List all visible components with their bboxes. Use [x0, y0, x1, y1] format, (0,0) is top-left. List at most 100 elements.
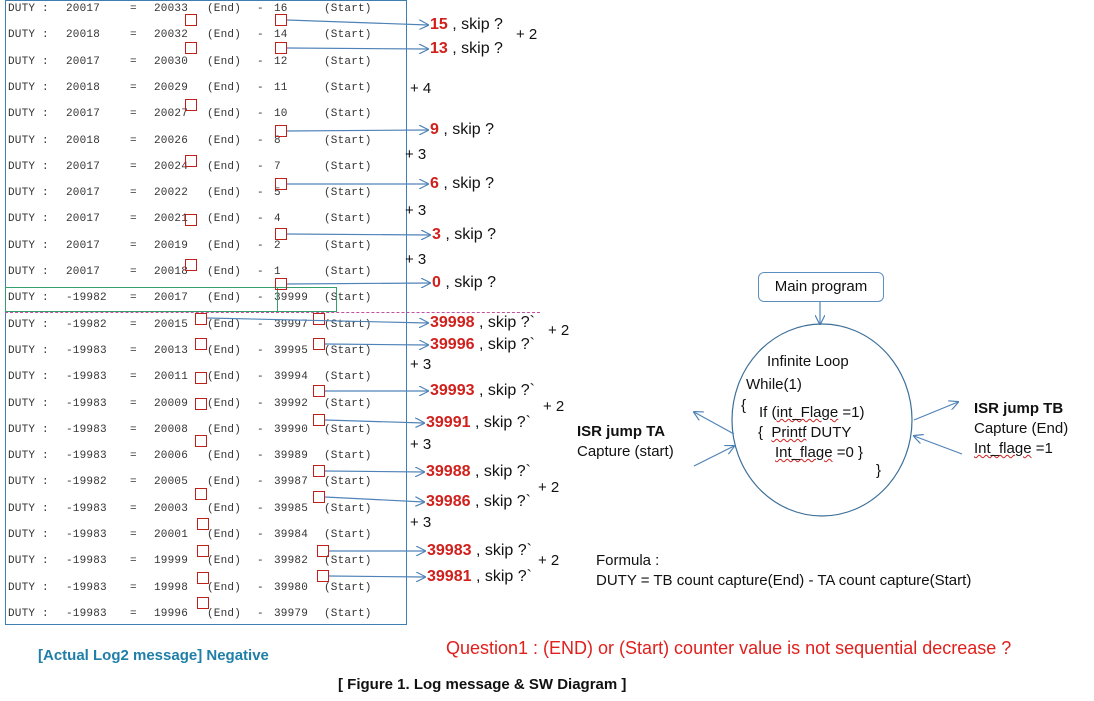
- log-duty: DUTY :: [8, 292, 49, 305]
- skip-count: 13: [430, 40, 448, 57]
- skip-annotation: 9 , skip ?: [430, 121, 494, 139]
- increment-label: + 3: [405, 251, 427, 268]
- log-row: DUTY :-19983=20006(End)-39989(Start): [8, 443, 402, 469]
- log-eq: =: [130, 450, 137, 463]
- log-value: 20017: [66, 108, 101, 121]
- log-value: 20018: [66, 29, 101, 42]
- log-minus: -: [257, 344, 264, 357]
- log-value: -19982: [66, 476, 107, 489]
- log-end-label: (End): [207, 134, 242, 147]
- log-duty: DUTY :: [8, 160, 49, 173]
- marker-box: [197, 572, 209, 584]
- skip-question: , skip ?`: [474, 414, 531, 431]
- log-row: DUTY :-19982=20005(End)-39987(Start): [8, 469, 402, 495]
- log-start: 4: [274, 213, 281, 226]
- log-minus: -: [257, 581, 264, 594]
- log-minus: -: [257, 3, 264, 15]
- log-row: DUTY :-19983=20008(End)-39990(Start): [8, 417, 402, 443]
- isr-tb-title: ISR jump TB: [974, 400, 1064, 417]
- log-end-label: (End): [207, 108, 242, 121]
- log-value: -19983: [66, 423, 107, 436]
- log-end-label: (End): [207, 529, 242, 541]
- log-value: -19983: [66, 581, 107, 594]
- log-duty: DUTY :: [8, 108, 49, 121]
- printf-line: { Printf DUTY: [758, 424, 851, 441]
- skip-annotation: 39998 , skip ?`: [430, 314, 535, 332]
- log-start: 39992: [274, 397, 309, 410]
- increment-label: + 3: [410, 514, 432, 531]
- log-value: 20017: [66, 160, 101, 173]
- log-start-label: (Start): [324, 529, 372, 541]
- log-end-label: (End): [207, 371, 242, 384]
- log-end: 20001: [154, 529, 189, 541]
- clear-flag-line: Int_flage =0 }: [775, 444, 863, 461]
- marker-box: [195, 435, 207, 447]
- log-duty: DUTY :: [8, 450, 49, 463]
- if-line: If (int_Flage =1): [759, 404, 864, 421]
- loop-title: Infinite Loop: [767, 353, 849, 370]
- log-value: -19983: [66, 607, 107, 620]
- log-start-label: (Start): [324, 292, 372, 305]
- skip-count: 39988: [426, 463, 471, 480]
- marker-box: [275, 42, 287, 54]
- log-start-label: (Start): [324, 450, 372, 463]
- log-eq: =: [130, 423, 137, 436]
- log-duty: DUTY :: [8, 187, 49, 200]
- log-end: 20033: [154, 3, 189, 15]
- log-end: 20019: [154, 239, 189, 252]
- isr-tb-sub: Capture (End): [974, 420, 1069, 437]
- skip-count: 15: [430, 16, 448, 33]
- if-suffix: =1): [838, 404, 865, 421]
- log-end: 20021: [154, 213, 189, 226]
- increment-label: + 2: [538, 479, 560, 496]
- log-eq: =: [130, 344, 137, 357]
- log-start-label: (Start): [324, 371, 372, 384]
- skip-arrow: [324, 496, 424, 502]
- log-start-label: (Start): [324, 581, 372, 594]
- skip-question: , skip ?: [443, 175, 495, 192]
- log-eq: =: [130, 239, 137, 252]
- increment-label: + 4: [410, 80, 432, 97]
- log-end-label: (End): [207, 292, 242, 305]
- log-start: 39994: [274, 371, 309, 384]
- isr-tb-flag-var: Int_flage: [974, 440, 1032, 457]
- log-start: 16: [274, 3, 288, 15]
- log-value: -19983: [66, 529, 107, 541]
- log-row: DUTY :20017=20022(End)-5(Start): [8, 180, 402, 206]
- log-start-label: (Start): [324, 555, 372, 568]
- start-value-highlight: [277, 287, 337, 312]
- marker-box: [313, 385, 325, 397]
- log-end: 20008: [154, 423, 189, 436]
- marker-box: [197, 597, 209, 609]
- log-eq: =: [130, 108, 137, 121]
- skip-annotation: 6 , skip ?: [430, 175, 494, 193]
- log-start: 14: [274, 29, 288, 42]
- log-row: DUTY :-19983=20001(End)-39984(Start): [8, 522, 402, 548]
- log-eq: =: [130, 29, 137, 42]
- log-end-label: (End): [207, 555, 242, 568]
- log-value: 20018: [66, 81, 101, 94]
- skip-annotation: 13 , skip ?: [430, 40, 503, 58]
- log-start: 39989: [274, 450, 309, 463]
- skip-arrow: [324, 344, 428, 345]
- log-end-label: (End): [207, 476, 242, 489]
- log-duty: DUTY :: [8, 581, 49, 594]
- skip-arrow: [286, 283, 430, 284]
- log-start: 39980: [274, 581, 309, 594]
- log-minus: -: [257, 55, 264, 68]
- log-eq: =: [130, 292, 137, 305]
- log-eq: =: [130, 555, 137, 568]
- log-end: 20029: [154, 81, 189, 94]
- log-eq: =: [130, 187, 137, 200]
- skip-arrow: [286, 234, 430, 235]
- isr-tb-flag-rest: =1: [1031, 440, 1053, 457]
- clear-var: Int_flage: [775, 444, 833, 461]
- log-end-label: (End): [207, 318, 242, 331]
- skip-arrow: [324, 420, 424, 423]
- log-eq: =: [130, 397, 137, 410]
- marker-box: [275, 14, 287, 26]
- if-prefix: If (: [759, 404, 777, 421]
- log-start: 39979: [274, 607, 309, 620]
- log-end: 20009: [154, 397, 189, 410]
- log-start-label: (Start): [324, 397, 372, 410]
